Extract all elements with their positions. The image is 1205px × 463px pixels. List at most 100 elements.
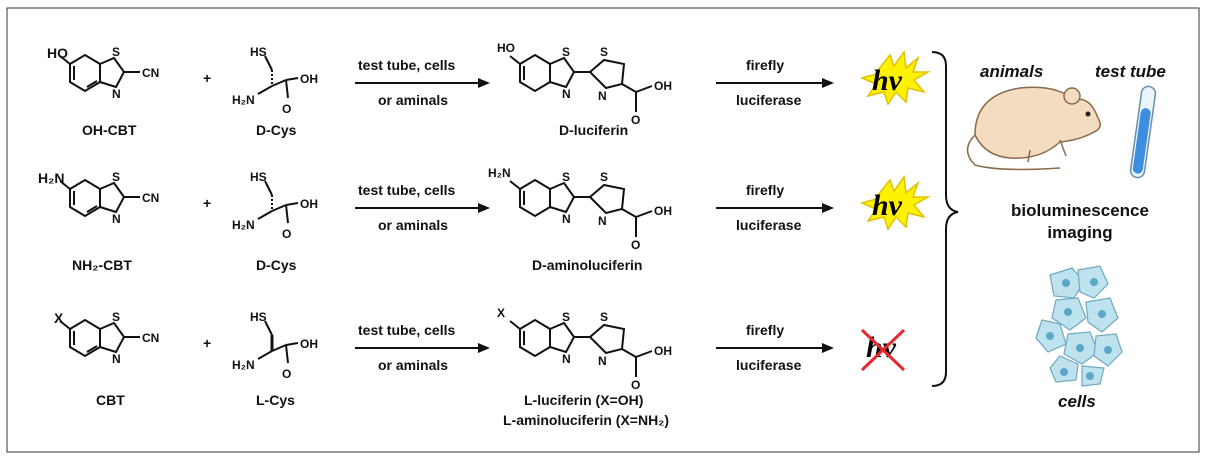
atom-label: N	[598, 89, 607, 103]
atom-label: N	[112, 212, 121, 226]
plus-sign: +	[203, 195, 212, 211]
atom-label: S	[600, 45, 608, 59]
luciferin-structure	[509, 318, 653, 377]
enzyme-top: firefly	[746, 57, 785, 73]
atom-label: S	[562, 45, 570, 59]
product-name: D-aminoluciferin	[532, 257, 643, 273]
atom-label: OH	[300, 337, 318, 351]
atom-label: HS	[250, 170, 267, 184]
atom-label: OH	[654, 204, 672, 218]
atom-label: CN	[142, 66, 159, 80]
reagent-name: CBT	[96, 392, 125, 408]
product-substituent-label: X	[497, 306, 505, 320]
atom-label: S	[112, 310, 120, 324]
atom-label: N	[112, 352, 121, 366]
atom-label: N	[598, 214, 607, 228]
luciferase-arrow	[716, 78, 834, 88]
luciferase-arrow	[716, 203, 834, 213]
condition-bottom: or aminals	[378, 217, 449, 233]
cys-name: D-Cys	[256, 122, 297, 138]
test-tube-icon	[1129, 85, 1157, 179]
atom-label: O	[631, 238, 640, 252]
atom-label: S	[562, 170, 570, 184]
cys-structure	[257, 55, 299, 99]
cbt-structure	[59, 53, 140, 93]
grouping-brace	[931, 51, 959, 387]
cross-icon	[860, 328, 906, 372]
atom-label: O	[282, 367, 291, 381]
cys-structure	[257, 320, 299, 364]
atom-label: S	[600, 310, 608, 324]
atom-label: OH	[654, 79, 672, 93]
condition-top: test tube, cells	[358, 322, 456, 338]
atom-label: CN	[142, 331, 159, 345]
atom-label: N	[562, 352, 571, 366]
atom-label: H₂N	[232, 218, 255, 232]
atom-label: H₂N	[232, 358, 255, 372]
atom-label: HS	[250, 45, 267, 59]
luciferase-arrow	[716, 343, 834, 353]
no-light-marker: hv	[860, 328, 906, 372]
luciferin-structure	[509, 178, 653, 237]
border	[6, 7, 1200, 453]
atom-label: S	[600, 170, 608, 184]
atom-label: H₂N	[232, 93, 255, 107]
animals-label: animals	[980, 62, 1044, 81]
cells-icon	[1035, 265, 1123, 387]
plus-sign: +	[203, 335, 212, 351]
reaction-row-2	[59, 178, 834, 237]
atom-label: O	[282, 102, 291, 116]
cells-label: cells	[1058, 392, 1096, 411]
reaction-arrow	[355, 343, 490, 353]
enzyme-bottom: luciferase	[736, 217, 802, 233]
product-substituent-label: H₂N	[488, 166, 511, 180]
substituent-label: HO	[47, 45, 68, 61]
atom-label: N	[598, 354, 607, 368]
luciferin-structure	[509, 53, 653, 112]
product-name-line2: L-aminoluciferin (X=NH₂)	[503, 412, 670, 428]
product-name: L-luciferin (X=OH)	[524, 392, 644, 408]
reaction-arrow	[355, 78, 490, 88]
atom-label: N	[562, 87, 571, 101]
atom-label: O	[282, 227, 291, 241]
condition-bottom: or aminals	[378, 92, 449, 108]
reaction-row-1	[59, 53, 834, 112]
atom-label: N	[562, 212, 571, 226]
imaging-method-line2: imaging	[1047, 223, 1113, 242]
reagent-name: NH₂-CBT	[72, 257, 132, 273]
product-name: D-luciferin	[559, 122, 629, 138]
reaction-arrow	[355, 203, 490, 213]
atom-label: S	[112, 170, 120, 184]
enzyme-bottom: luciferase	[736, 357, 802, 373]
atom-label: HS	[250, 310, 267, 324]
light-symbol: hv	[872, 189, 903, 222]
atom-label: OH	[300, 72, 318, 86]
imaging-method-label: bioluminescence imaging	[990, 200, 1170, 244]
reaction-row-3	[59, 318, 834, 377]
light-symbol: hv	[872, 64, 903, 97]
atom-label: OH	[300, 197, 318, 211]
condition-top: test tube, cells	[358, 182, 456, 198]
light-burst-2: hv	[859, 175, 931, 231]
cbt-structure	[59, 318, 140, 358]
enzyme-top: firefly	[746, 182, 785, 198]
substituent-label: H₂N	[38, 170, 65, 186]
reagent-name: OH-CBT	[82, 122, 137, 138]
cys-structure	[257, 180, 299, 224]
atom-label: O	[631, 378, 640, 392]
atom-label: OH	[654, 344, 672, 358]
atom-label: O	[631, 113, 640, 127]
cys-name: L-Cys	[256, 392, 295, 408]
cys-name: D-Cys	[256, 257, 297, 273]
cbt-structure	[59, 178, 140, 218]
plus-sign: +	[203, 70, 212, 86]
mouse-icon	[966, 86, 1101, 171]
imaging-method-line1: bioluminescence	[1011, 201, 1149, 220]
test-tube-label: test tube	[1095, 62, 1166, 81]
atom-label: S	[112, 45, 120, 59]
substituent-label: X	[54, 310, 64, 326]
enzyme-top: firefly	[746, 322, 785, 338]
condition-bottom: or aminals	[378, 357, 449, 373]
atom-label: CN	[142, 191, 159, 205]
